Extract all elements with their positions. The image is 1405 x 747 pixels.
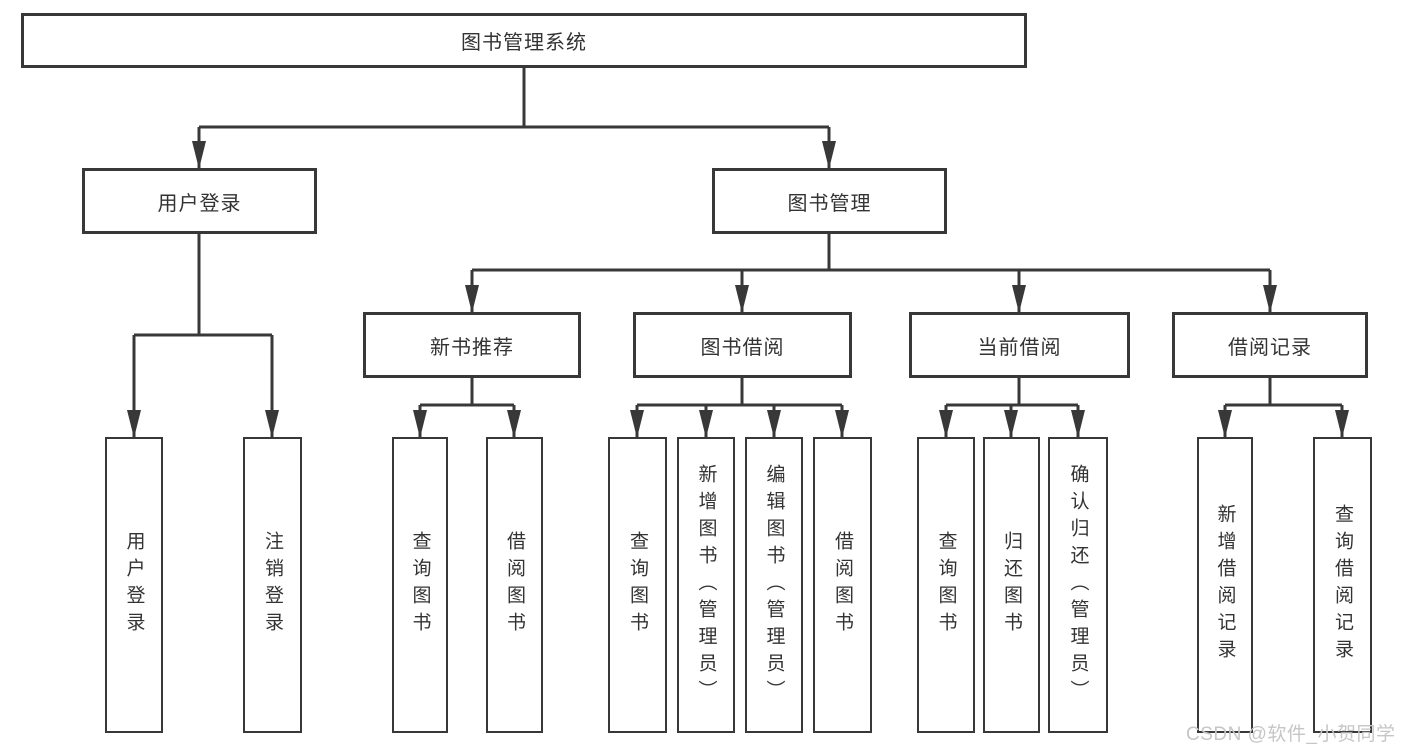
node-label: 新书推荐: [430, 336, 514, 359]
node-label: 借阅记录: [1228, 336, 1312, 359]
leaf-label: 归还图书: [1001, 531, 1022, 639]
leaf-label: 查询图书: [935, 531, 957, 639]
node-label: 当前借阅: [977, 336, 1062, 359]
leaf-user-login: 用户登录: [105, 437, 163, 733]
node-current-borrowing: 当前借阅: [909, 312, 1130, 378]
leaf-label: 借阅图书: [832, 531, 853, 639]
leaf-edit-books-admin: 编辑图书（管理员）: [745, 437, 803, 733]
leaf-return-books: 归还图书: [983, 437, 1040, 733]
leaf-logout: 注销登录: [243, 437, 302, 733]
node-label: 用户登录: [157, 192, 242, 215]
node-book-borrowing: 图书借阅: [633, 312, 852, 378]
node-user-login: 用户登录: [82, 168, 317, 234]
leaf-borrow-books: 借阅图书: [813, 437, 872, 733]
node-borrowing-records: 借阅记录: [1172, 312, 1368, 378]
leaf-query-books-recommend: 查询图书: [392, 437, 448, 733]
leaf-add-books-admin: 新增图书（管理员）: [677, 437, 735, 733]
leaf-borrow-books-recommend: 借阅图书: [486, 437, 543, 733]
node-label: 图书借阅: [700, 336, 785, 359]
leaf-label: 新增借阅记录: [1214, 504, 1236, 666]
leaf-label: 查询图书: [409, 531, 431, 639]
leaf-add-borrow-record: 新增借阅记录: [1197, 437, 1253, 733]
node-library-management-system: 图书管理系统: [21, 13, 1027, 68]
leaf-label: 借阅图书: [504, 531, 525, 639]
node-label: 图书管理系统: [461, 32, 587, 54]
node-label: 图书管理: [787, 192, 872, 215]
leaf-query-books-borrow: 查询图书: [608, 437, 667, 733]
leaf-label: 确认归还（管理员）: [1067, 463, 1089, 707]
leaf-label: 用户登录: [123, 531, 145, 639]
leaf-query-borrow-record: 查询借阅记录: [1313, 437, 1372, 733]
leaf-label: 查询借阅记录: [1332, 504, 1353, 666]
leaf-label: 新增图书（管理员）: [695, 463, 717, 707]
node-book-management: 图书管理: [712, 168, 947, 234]
leaf-query-books-current: 查询图书: [917, 437, 975, 733]
node-new-book-recommendation: 新书推荐: [363, 312, 581, 378]
leaf-label: 注销登录: [262, 531, 283, 639]
watermark-csdn: CSDN @软件_小贺同学: [1186, 724, 1396, 745]
leaf-label: 查询图书: [627, 531, 648, 639]
leaf-confirm-return-admin: 确认归还（管理员）: [1048, 437, 1108, 733]
leaf-label: 编辑图书（管理员）: [763, 463, 785, 707]
